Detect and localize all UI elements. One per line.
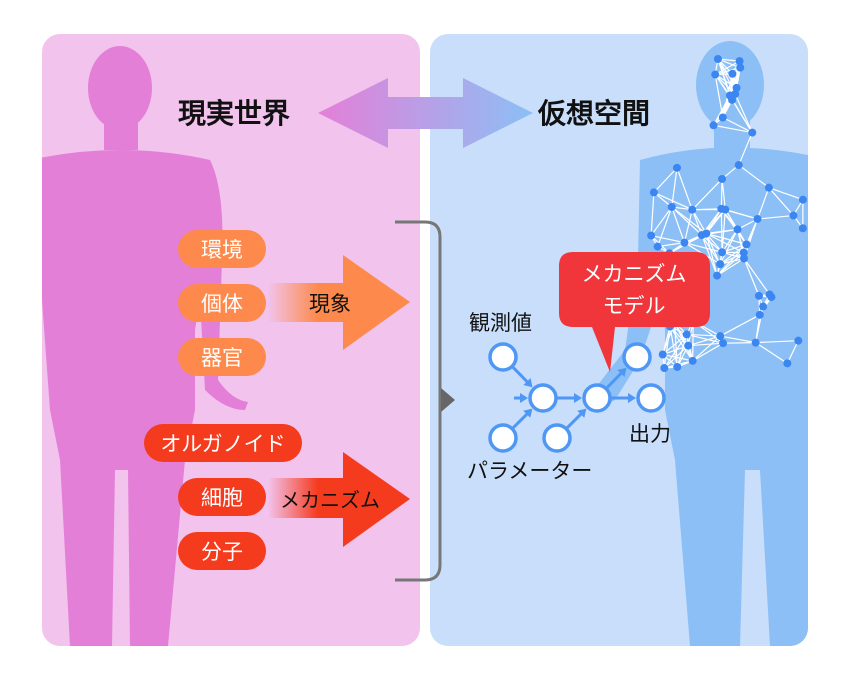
mesh-node <box>735 161 743 169</box>
chip-label: 分子 <box>201 540 243 564</box>
mesh-node <box>756 311 764 319</box>
mesh-node <box>736 64 744 72</box>
mesh-node <box>660 364 668 372</box>
model-node <box>544 425 570 451</box>
parameter-label: パラメーター <box>467 459 592 483</box>
mesh-node <box>794 337 802 345</box>
mesh-node <box>755 292 763 300</box>
mesh-node <box>698 231 706 239</box>
mesh-node <box>654 243 662 251</box>
output-label: 出力 <box>629 422 671 446</box>
model-node <box>530 385 556 411</box>
observed-label: 観測値 <box>469 311 532 335</box>
chip-label: 器官 <box>201 346 243 370</box>
mesh-node <box>689 357 697 365</box>
mesh-node <box>783 359 791 367</box>
mesh-node <box>684 342 692 350</box>
mesh-edge <box>723 343 756 344</box>
mesh-node <box>659 351 667 359</box>
mesh-node <box>766 290 774 298</box>
mesh-node <box>719 339 727 347</box>
model-node <box>490 344 516 370</box>
mesh-node <box>740 255 748 263</box>
mechanism-label: メカニズム <box>280 488 380 512</box>
chip-label: オルガノイド <box>160 432 285 456</box>
phenomena-label: 現象 <box>309 292 351 316</box>
mesh-node <box>721 206 729 214</box>
mesh-node <box>710 121 718 129</box>
mesh-node <box>742 240 750 248</box>
mesh-node <box>765 184 773 192</box>
mesh-node <box>680 239 688 247</box>
virtual-space-title: 仮想空間 <box>537 97 650 130</box>
mesh-node <box>753 215 761 223</box>
mesh-node <box>728 70 736 78</box>
mesh-node <box>673 363 681 371</box>
mesh-node <box>799 196 807 204</box>
mesh-node <box>683 330 691 338</box>
model-node <box>624 344 650 370</box>
callout-line2: モデル <box>603 294 666 318</box>
mesh-node <box>719 114 727 122</box>
callout-line1: メカニズム <box>582 262 687 286</box>
real-world-title: 現実世界 <box>178 97 290 130</box>
model-node <box>638 385 664 411</box>
mesh-node <box>650 188 658 196</box>
model-node <box>490 425 516 451</box>
mesh-node <box>713 272 721 280</box>
model-node <box>584 385 610 411</box>
mesh-node <box>789 212 797 220</box>
mesh-node <box>748 129 756 137</box>
mesh-node <box>714 55 722 63</box>
mesh-node <box>668 203 676 211</box>
mesh-node <box>647 232 655 240</box>
chip-label: 個体 <box>201 292 243 316</box>
mesh-node <box>799 224 807 232</box>
mesh-node <box>759 303 767 311</box>
mesh-node <box>752 339 760 347</box>
chip-label: 細胞 <box>201 486 243 510</box>
mesh-node <box>718 248 726 256</box>
chip-label: 環境 <box>201 238 243 262</box>
mesh-node <box>718 175 726 183</box>
mesh-node <box>711 71 719 79</box>
mesh-node <box>716 260 724 268</box>
mesh-node <box>673 164 681 172</box>
mesh-node <box>731 90 739 98</box>
mesh-node <box>716 332 724 340</box>
mesh-node <box>688 206 696 214</box>
mesh-node <box>734 225 742 233</box>
